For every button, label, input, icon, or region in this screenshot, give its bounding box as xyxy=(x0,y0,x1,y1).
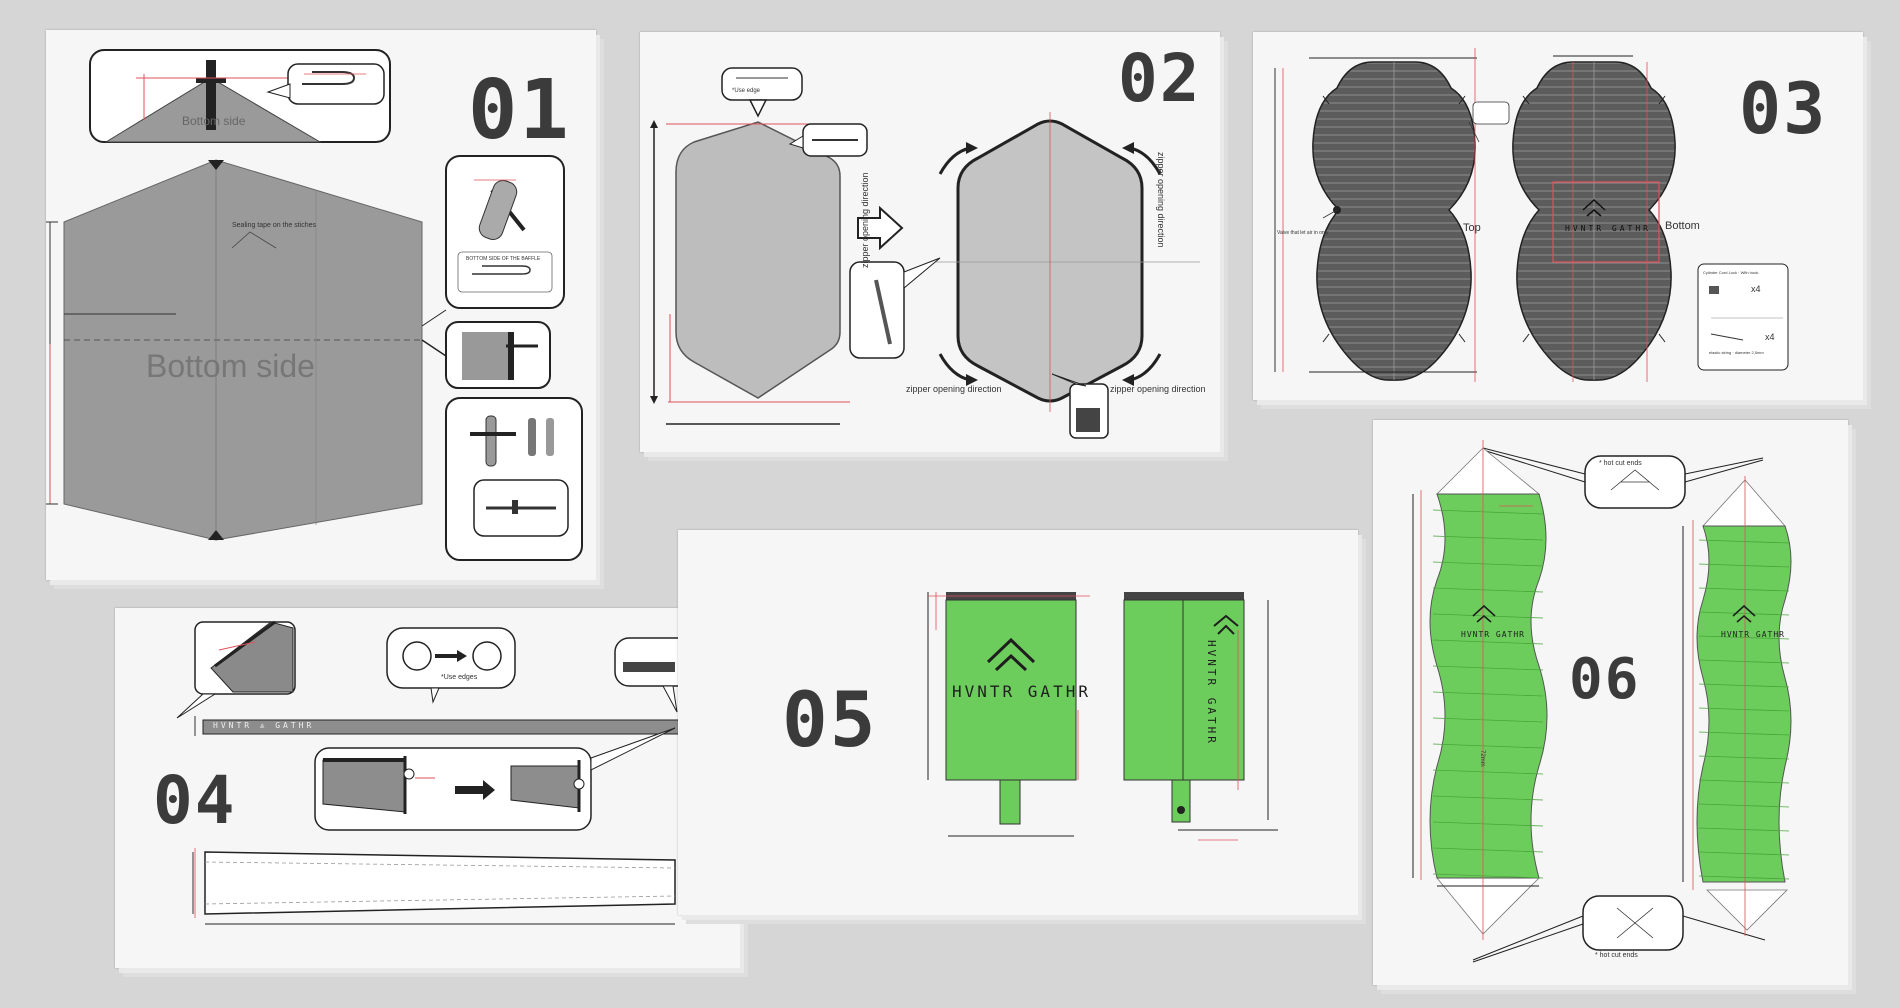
seam-line xyxy=(1432,717,1544,723)
seam-line xyxy=(1698,827,1790,832)
seam-line xyxy=(1698,563,1790,568)
sheet-06-hot-cut-bottom: * hot cut ends xyxy=(1595,952,1638,959)
seam-line xyxy=(1432,509,1544,515)
sheet-03-label-valve: Valve that let air in only xyxy=(1277,230,1329,236)
sheet-04-brand: HVNTR ⩓ GATHR xyxy=(213,721,315,730)
sheet-06: 06 * hot cut ends * hot cut ends HVNTR G… xyxy=(1373,420,1848,985)
seam-line xyxy=(1698,683,1790,688)
seam-line xyxy=(1432,561,1544,567)
sheet-06-brand-left: HVNTR GATHR xyxy=(1461,630,1525,639)
seam-line xyxy=(1432,691,1544,697)
sheet-03-label-bottom: Bottom xyxy=(1665,220,1700,232)
sheet-04-use-edges: *Use edges xyxy=(441,674,478,681)
seam-line xyxy=(1698,587,1790,592)
seam-line xyxy=(1432,743,1544,749)
sheet-01-note-small: BOTTOM SIDE OF THE BAFFLE xyxy=(466,256,541,262)
seam-line xyxy=(1432,613,1544,619)
seam-line xyxy=(1698,611,1790,616)
sheet-04-number: 04 xyxy=(153,762,237,839)
sheet-01-bottom-side-label: Bottom side xyxy=(146,348,315,384)
sheet-02-zipper-left: zipper opening direction xyxy=(860,172,870,268)
seam-line xyxy=(1698,635,1790,640)
sheet-02-number: 02 xyxy=(1118,40,1202,117)
seam-line xyxy=(1698,779,1790,784)
sheet-06-dim-label: 72mm xyxy=(1479,750,1485,767)
seam-line xyxy=(1698,731,1790,736)
sheet-03-legend-note: elastic string · diameter 2,5mm xyxy=(1709,350,1764,355)
sheet-05-brand: HVNTR GATHR xyxy=(952,682,1091,701)
sheet-06-hot-cut-top: * hot cut ends xyxy=(1599,460,1642,467)
sheet-02-zipper-bottom-left: zipper opening direction xyxy=(906,384,1002,394)
seam-line xyxy=(1698,707,1790,712)
seam-line xyxy=(1698,755,1790,760)
seam-line xyxy=(1698,875,1790,880)
seam-line xyxy=(1432,847,1544,853)
seam-line xyxy=(1432,821,1544,827)
sheet-03-number: 03 xyxy=(1739,68,1828,150)
sheet-06-drawing xyxy=(1412,440,1792,963)
sheet-03-drawing xyxy=(1274,48,1789,382)
sheet-02-use-edge: *Use edge xyxy=(732,88,761,94)
sheet-05-number: 05 xyxy=(782,675,878,764)
sheet-01-note-sealing: Sealing tape on the stiches xyxy=(232,222,317,229)
sheet-02-zipper-bottom-right: zipper opening direction xyxy=(1110,384,1206,394)
sheet-05-drawing xyxy=(927,592,1278,841)
sheet-03-label-top: Top xyxy=(1463,222,1481,234)
sheet-02-drawing xyxy=(650,67,1200,439)
seam-line xyxy=(1698,803,1790,808)
seam-line xyxy=(1432,795,1544,801)
seam-line xyxy=(1432,535,1544,541)
sheet-03-brand: HVNTR GATHR xyxy=(1565,224,1651,233)
sheet-02: 02 *Use edge zipper opening direction zi… xyxy=(640,32,1220,452)
sheet-06-number: 06 xyxy=(1569,647,1641,712)
sheet-06-brand-right: HVNTR GATHR xyxy=(1721,630,1785,639)
seam-line xyxy=(1432,769,1544,775)
sheet-04-drawing xyxy=(176,620,708,925)
seam-line xyxy=(1432,587,1544,593)
sheet-03-qty-b: x4 xyxy=(1765,332,1775,342)
sheet-01-inset-label: Bottom side xyxy=(182,114,246,128)
sheet-01: 01 Bottom side Bottom side Sealing tape … xyxy=(46,30,596,580)
seam-line xyxy=(1698,539,1790,544)
sheet-04: 04 *Use edges HVNTR ⩓ GATHR xyxy=(115,608,740,968)
seam-line xyxy=(1698,851,1790,856)
sheet-03-legend-title: Cylinder Cord Lock · With hook xyxy=(1703,270,1759,275)
sheet-01-number: 01 xyxy=(468,63,571,158)
sheet-05-brand-vertical: HVNTR GATHR xyxy=(1205,640,1218,746)
seam-line xyxy=(1698,659,1790,664)
sheet-02-zipper-right: zipper opening direction xyxy=(1156,152,1166,248)
sheet-03: 03 Top Bottom Valve that let air in only… xyxy=(1253,32,1863,400)
seam-line xyxy=(1432,639,1544,645)
seam-line xyxy=(1432,665,1544,671)
sheet-05: 05 HVNTR GATHR HVNTR GATHR xyxy=(678,530,1358,915)
sheet-03-qty-a: x4 xyxy=(1751,284,1761,294)
sheet-01-drawing xyxy=(46,49,583,561)
seam-line xyxy=(1432,873,1544,879)
